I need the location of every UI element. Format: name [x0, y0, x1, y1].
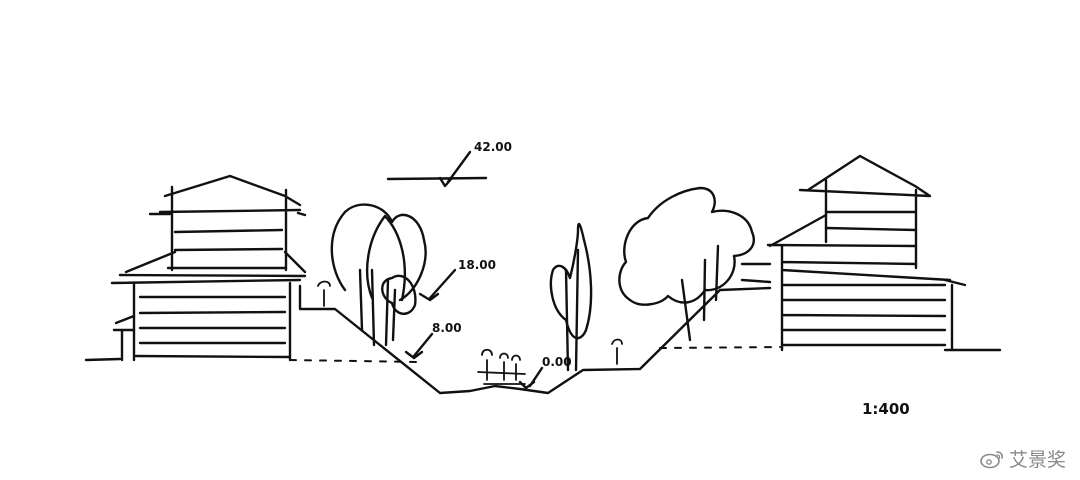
weibo-icon	[980, 450, 1003, 468]
ground-profile	[84, 286, 1002, 395]
center-trees	[549, 222, 593, 372]
elevation-label-sky: 42.00	[474, 140, 512, 154]
elevation-markers	[386, 150, 544, 390]
right-building	[740, 154, 967, 352]
elevation-label-valley: 0.00	[542, 355, 572, 369]
elevation-label-tree: 18.00	[458, 258, 496, 272]
scale-label: 1:400	[862, 400, 910, 418]
valley-figures	[317, 280, 623, 385]
watermark: 艾景奖	[979, 445, 1066, 472]
elevation-label-slope: 8.00	[432, 321, 462, 335]
left-trees	[330, 203, 427, 347]
right-trees	[618, 186, 755, 342]
watermark-text: 艾景奖	[1008, 449, 1066, 471]
left-building	[110, 174, 307, 362]
